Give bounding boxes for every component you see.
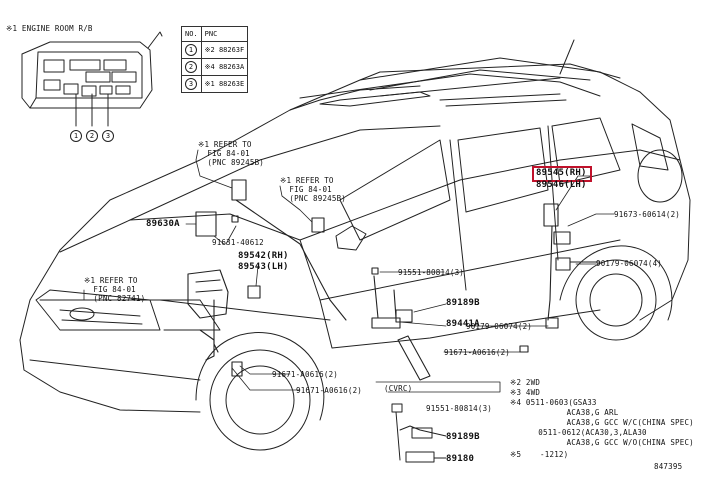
figure-id: 847395: [654, 462, 683, 471]
part-91673[interactable]: 91673-60614(2): [614, 210, 681, 219]
part-91671-a[interactable]: 91671-A0616(2): [444, 348, 511, 357]
legend-pnc: ※1 88263E: [200, 75, 249, 93]
leader-lines: [83, 149, 615, 393]
part-89189[interactable]: 89189B: [446, 298, 480, 308]
engine-room-title: ※1 ENGINE ROOM R/B: [6, 24, 93, 33]
legend-no: 2: [185, 61, 197, 73]
relay-block-drawing: [21, 31, 163, 127]
cvrc-part-89180[interactable]: 89180: [446, 454, 475, 464]
callout-2: 2: [86, 130, 98, 142]
note-line: ※4 0511-0603(GSA33: [510, 398, 597, 407]
part-90179-a[interactable]: 90179-06074(4): [596, 259, 663, 268]
part-89441[interactable]: 89441A: [446, 319, 480, 329]
part-91671-c[interactable]: 91671-A0616(2): [296, 386, 363, 395]
refer-note-3: ※1 REFER TO FIG 84-01 (PNC 82741): [84, 276, 146, 303]
note-line: ACA38,G GCC W/O(CHINA SPEC): [510, 438, 694, 447]
note-line: ※3 4WD: [510, 388, 541, 397]
legend-row: 1 ※2 88263F: [181, 41, 249, 59]
legend-row: 3 ※1 88263E: [181, 75, 249, 93]
part-89546[interactable]: 89546(LH): [536, 180, 587, 190]
highlight-box: [532, 166, 592, 182]
legend-header-no: NO.: [181, 26, 202, 42]
cvrc-title: (CVRC): [384, 384, 413, 393]
legend-pnc: ※4 88263A: [200, 58, 249, 76]
refer-note-1: ※1 REFER TO FIG 84-01 (PNC 89245B): [198, 140, 265, 167]
part-91671-b[interactable]: 91671-A0616(2): [272, 370, 339, 379]
legend-header-pnc: PNC: [200, 26, 249, 42]
part-90179-b[interactable]: 90179-06074(2): [466, 322, 533, 331]
note-line: ACA38,G ARL: [510, 408, 619, 417]
legend-no: 3: [185, 78, 197, 90]
legend-row: 2 ※4 88263A: [181, 58, 249, 76]
callout-1: 1: [70, 130, 82, 142]
note-line: ※5 -1212): [510, 450, 569, 459]
component-drawings: [187, 179, 601, 381]
part-89543[interactable]: 89543(LH): [238, 262, 289, 272]
pnc-legend-table: NO. PNC 1 ※2 88263F 2 ※4 88263A 3 ※1 882…: [181, 26, 249, 93]
cvrc-part-89189[interactable]: 89189B: [446, 432, 480, 442]
car-body-outline: [19, 39, 691, 451]
part-91551[interactable]: 91551-80814(3): [398, 268, 465, 277]
refer-note-2: ※1 REFER TO FIG 84-01 (PNC 89245B): [280, 176, 347, 203]
callout-3: 3: [102, 130, 114, 142]
cvrc-inset-drawing: [391, 403, 447, 463]
legend-no: 1: [185, 44, 197, 56]
cvrc-part-91551[interactable]: 91551-80814(3): [426, 404, 493, 413]
note-line: ※2 2WD: [510, 378, 541, 387]
part-91631[interactable]: 91631-40612: [212, 238, 264, 247]
legend-pnc: ※2 88263F: [200, 41, 249, 59]
note-line: 0511-0612(ACA30,3,ALA30: [510, 428, 647, 437]
note-line: ACA38,G GCC W/C(CHINA SPEC): [510, 418, 694, 427]
part-89545[interactable]: 89545(RH): [536, 168, 587, 178]
part-89542[interactable]: 89542(RH): [238, 251, 289, 261]
part-89630[interactable]: 89630A: [146, 219, 180, 229]
